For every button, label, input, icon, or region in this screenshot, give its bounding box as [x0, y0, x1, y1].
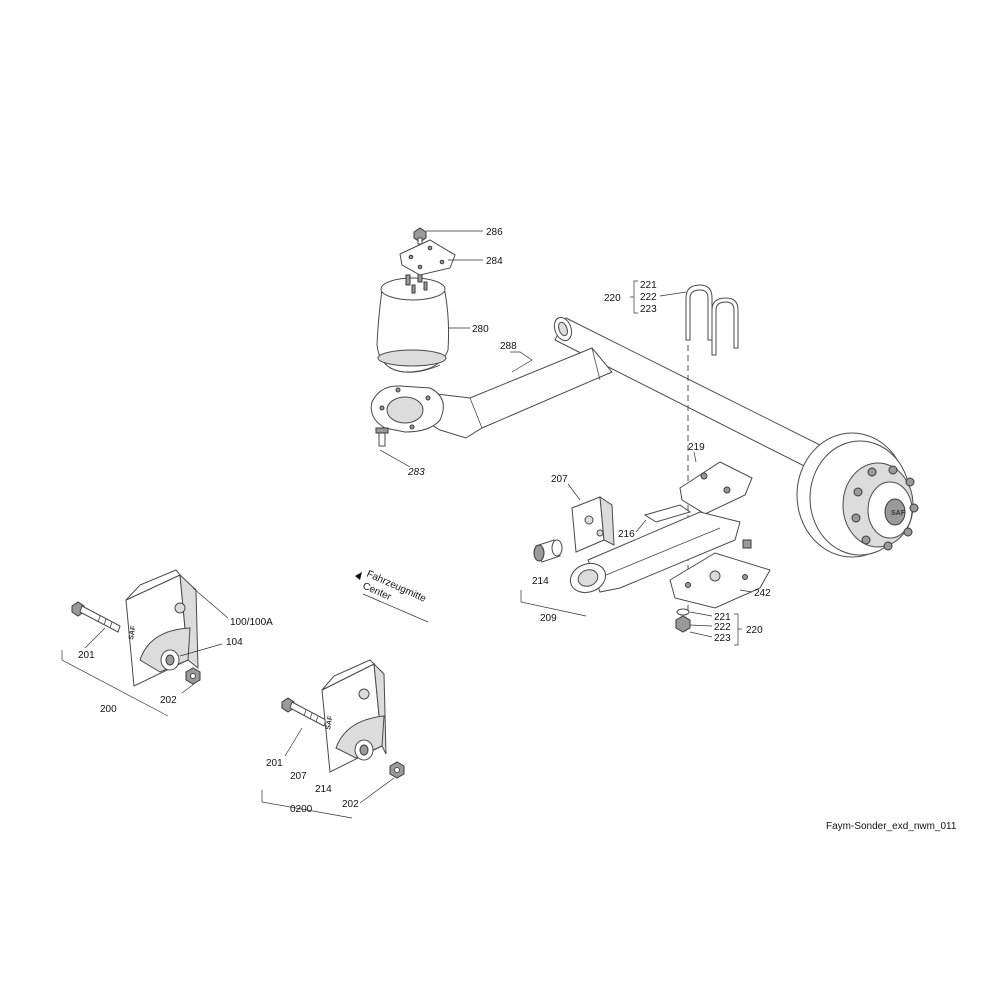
- bolt-201-b: [281, 697, 327, 727]
- label-201-a: 201: [78, 650, 95, 661]
- hub-saf-mark: SAF: [891, 510, 906, 517]
- bracket-assembly-200: SAF: [71, 569, 201, 687]
- leader-lines: [61, 230, 753, 819]
- label-220-top: 220: [604, 293, 621, 304]
- label-207-left: 207: [290, 771, 307, 782]
- label-222-top: 222: [640, 292, 657, 303]
- nut-202-a: [185, 667, 201, 685]
- spacer-plate: [643, 504, 692, 523]
- spring-arm: [569, 511, 741, 594]
- part-labels: 286 284 280 288 283 220 221 222 223 219 …: [78, 227, 771, 815]
- label-219: 219: [688, 442, 705, 453]
- label-283: 283: [407, 467, 425, 478]
- label-202-b: 202: [342, 799, 359, 810]
- label-202-a: 202: [160, 695, 177, 706]
- label-100: 100/100A: [230, 617, 273, 628]
- arrow-head-icon: [355, 572, 362, 580]
- bottom-plate: [669, 539, 771, 609]
- label-286: 286: [486, 227, 503, 238]
- bellow-lower-plate: [370, 385, 444, 433]
- bolt-283: [375, 427, 389, 447]
- bushing-right: [533, 539, 563, 563]
- bracket-saf-mark-a: SAF: [128, 625, 137, 641]
- label-201-b: 201: [266, 758, 283, 769]
- label-221-bottom: 221: [714, 612, 731, 623]
- drawing-id: Faym-Sonder_exd_nwm_011: [826, 821, 957, 832]
- bracket-saf-mark-b: SAF: [325, 715, 334, 731]
- air-bellow: [376, 271, 450, 373]
- label-242: 242: [754, 588, 771, 599]
- wheel-studs: [851, 465, 919, 551]
- label-221-top: 221: [640, 280, 657, 291]
- label-288: 288: [500, 341, 517, 352]
- axle-beam: [553, 316, 841, 479]
- label-280: 280: [472, 324, 489, 335]
- label-223-bottom: 223: [714, 633, 731, 644]
- label-209: 209: [540, 613, 557, 624]
- label-104: 104: [226, 637, 243, 648]
- label-223-top: 223: [640, 304, 657, 315]
- label-214-left: 214: [315, 784, 332, 795]
- label-220-bottom: 220: [746, 625, 763, 636]
- label-284: 284: [486, 256, 503, 267]
- top-plate: [399, 239, 456, 276]
- bushing-0200: [354, 739, 374, 761]
- label-0200: 0200: [290, 804, 313, 815]
- vehicle-center-arrow: Fahrzeugmitte Center: [355, 569, 429, 623]
- bracket-assembly-0200: SAF: [281, 659, 405, 779]
- label-222-bottom: 222: [714, 622, 731, 633]
- label-216: 216: [618, 529, 635, 540]
- clamp-plate: [679, 461, 753, 515]
- u-bolts: [685, 284, 739, 356]
- label-214-right: 214: [532, 576, 549, 587]
- washer-nut-bottom: [675, 608, 691, 633]
- label-207-right: 207: [551, 474, 568, 485]
- bushing-104: [160, 649, 180, 671]
- nut-286: [413, 227, 427, 245]
- bolt-201-a: [71, 601, 121, 633]
- brake-drum-hub: SAF: [796, 432, 919, 558]
- label-200: 200: [100, 704, 117, 715]
- hanger-bracket-right: [571, 496, 615, 553]
- nut-202-b: [389, 761, 405, 779]
